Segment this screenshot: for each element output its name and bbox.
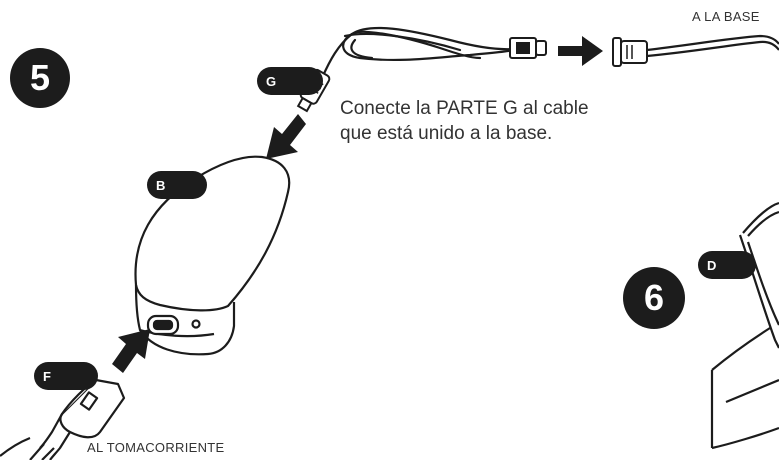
cable-end-icon [612, 34, 779, 67]
arrow-icon [112, 329, 150, 373]
caption-to-base: A LA BASE [692, 9, 760, 24]
arrow-icon [558, 36, 603, 66]
step-number-badge: 6 [623, 267, 685, 329]
power-cable-icon [320, 26, 516, 80]
arrow-icon [266, 114, 306, 159]
part-label-g: G [257, 67, 323, 95]
instruction-line: que está unido a la base. [340, 123, 553, 144]
part-label-f: F [34, 362, 98, 390]
caption-to-outlet: AL TOMACORRIENTE [87, 440, 225, 455]
step-number-badge: 5 [10, 48, 70, 108]
instruction-text: Conecte la PARTE G al cable que está uni… [340, 96, 589, 146]
cable-plug-connector [509, 37, 547, 59]
instruction-line: Conecte la PARTE G al cable [340, 98, 589, 119]
base-icon [710, 201, 779, 450]
part-label-b: B [147, 171, 207, 199]
part-label-d: D [698, 251, 756, 279]
